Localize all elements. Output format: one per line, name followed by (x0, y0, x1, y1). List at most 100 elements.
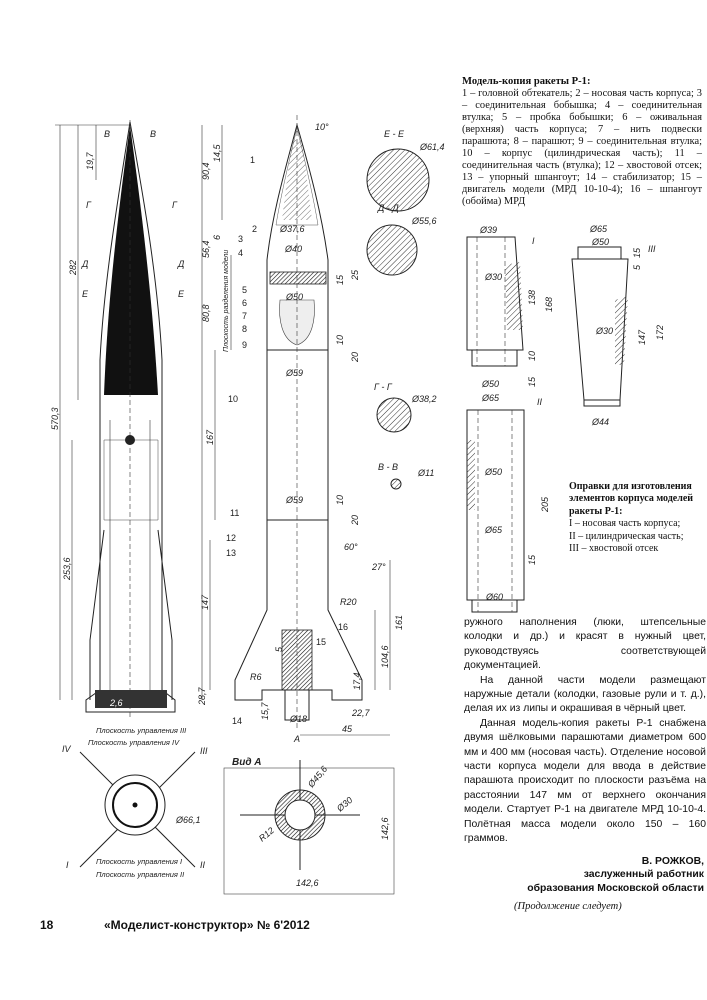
part-number: 9 (242, 340, 247, 350)
dimension: 570,3 (50, 407, 60, 430)
part-number: 8 (242, 324, 247, 334)
dimension: 172 (655, 325, 665, 340)
dimension: 15 (335, 274, 345, 285)
dimension: Ø18 (289, 714, 307, 724)
dimension: 15,7 (260, 701, 270, 720)
text-column: ружного наполнения (люки, штепсельные ко… (464, 616, 706, 912)
dimension: Ø65 (484, 525, 503, 535)
part-number: 3 (238, 234, 243, 244)
mandrel-label: III (648, 244, 656, 254)
dimension: 10 (335, 495, 345, 505)
section-title: В - В (378, 462, 398, 472)
figure-legend: Модель-копия ракеты Р-1: 1 – головной об… (462, 76, 702, 208)
view-a: Вид А Ø45,6 Ø30 R12 142,6 142,6 (223, 757, 395, 895)
part-number: 7 (242, 311, 247, 321)
part-number: 2 (252, 224, 257, 234)
author-block: В. РОЖКОВ, заслуженный работник образова… (464, 855, 706, 896)
mandrel-label: I (532, 236, 535, 246)
part-number: 15 (316, 637, 326, 647)
author-title: заслуженный работник (583, 869, 704, 880)
dimension: Ø50 (484, 467, 502, 477)
continued-note: (Продолжение следует) (514, 901, 622, 912)
side-view-rocket: В В Г Г Д Д Е Е 19,7 282 570,3 253,6 2,6… (50, 120, 207, 720)
section-mark: В (150, 129, 156, 139)
plane-label: Плоскость управления I (96, 857, 182, 866)
part-number: 5 (242, 285, 247, 295)
mandrel-item: II – цилиндрическая часть; (569, 530, 684, 542)
dimension: Ø40 (284, 244, 302, 254)
dimension: Ø59 (285, 368, 303, 378)
dimension: 14,5 (212, 143, 222, 162)
dimension: Ø65 (589, 224, 608, 234)
split-plane-label: Плоскость разделения модели (222, 250, 230, 352)
part-number: 12 (226, 533, 236, 543)
dimension: 17,4 (352, 672, 362, 690)
author-title: образования Московской области (527, 882, 704, 894)
dimension: 168 (544, 297, 554, 312)
view-mark: А (293, 734, 300, 744)
article-text: ружного наполнения (люки, штепсельные ко… (464, 616, 706, 847)
dimension: 25 (350, 269, 360, 281)
dimension: 167 (205, 429, 215, 445)
dimension: 142,6 (296, 878, 319, 888)
dimension: 104,6 (380, 645, 390, 668)
dimension: 2,6 (109, 698, 123, 708)
plane-number: IV (62, 744, 72, 754)
dimension: 161 (394, 615, 404, 630)
plane-label: Плоскость управления II (96, 870, 184, 879)
dimension: 15 (527, 554, 537, 565)
dimension: 147 (637, 329, 647, 345)
plane-label: Плоскость управления III (96, 726, 186, 735)
legend-title: Модель-копия ракеты Р-1: (462, 76, 591, 87)
dimension: 10° (315, 122, 329, 132)
section-title: Е - Е (384, 129, 405, 139)
magazine-issue: «Моделист-конструктор» № 6'2012 (104, 918, 310, 932)
dimension: 20 (350, 352, 360, 363)
dimension: Ø11 (417, 468, 434, 478)
plane-number: I (66, 860, 69, 870)
part-number: 4 (238, 248, 243, 258)
dimension: 22,7 (351, 708, 371, 718)
mandrel-item: I – носовая часть корпуса; (569, 518, 681, 530)
dimension: 15 (527, 376, 537, 387)
dimension: 282 (68, 260, 78, 276)
dimension: 80,8 (201, 304, 211, 322)
part-number: 16 (338, 622, 348, 632)
dimension: 45 (342, 724, 353, 734)
sectional-rocket: 10° 90,4 14,5 56,4 6 80,8 Плоскость разд… (200, 115, 404, 744)
section-mark: Е (178, 289, 185, 299)
dimension: Ø39 (479, 225, 497, 235)
mandrels-drawing: I II III Ø39 Ø30 138 168 10 Ø50 15 Ø65 Ø… (466, 224, 665, 613)
dimension: Ø65 (481, 393, 500, 403)
section-mark: В (104, 129, 110, 139)
dimension: 20 (350, 515, 360, 526)
section-title: Г - Г (374, 382, 393, 392)
mandrels-title: Оправки для изготовления элементов корпу… (569, 481, 694, 517)
cross-sections: Е - Е Ø61,4 Д - Д Ø55,6 Г - Г Ø38,2 В - … (366, 129, 445, 490)
plane-number: III (200, 746, 208, 756)
dimension: 147 (200, 594, 210, 610)
dimension: Ø61,4 (419, 142, 445, 152)
dimension: 56,4 (201, 240, 211, 258)
author-name: В. РОЖКОВ, (641, 855, 704, 867)
dimension: Ø30 (334, 795, 354, 814)
dimension: 142,6 (380, 817, 390, 840)
dimension: 5 (274, 646, 284, 652)
dimension: Ø30 (484, 272, 502, 282)
dimension: 138 (527, 290, 537, 305)
part-number: 11 (230, 508, 239, 518)
part-number: 14 (232, 716, 242, 726)
dimension: 90,4 (201, 162, 211, 180)
dimension: R20 (340, 597, 357, 607)
dimension: 27° (371, 562, 386, 572)
paragraph: ружного наполнения (люки, штепсельные ко… (464, 617, 706, 672)
dimension: 6 (212, 235, 222, 240)
plane-number: II (200, 860, 206, 870)
dimension: Ø50 (481, 379, 499, 389)
dimension: R12 (257, 825, 276, 843)
part-number: 1 (250, 155, 255, 165)
section-title: Д - Д (377, 203, 399, 213)
dimension: Ø38,2 (411, 394, 437, 404)
part-number: 13 (226, 548, 236, 558)
